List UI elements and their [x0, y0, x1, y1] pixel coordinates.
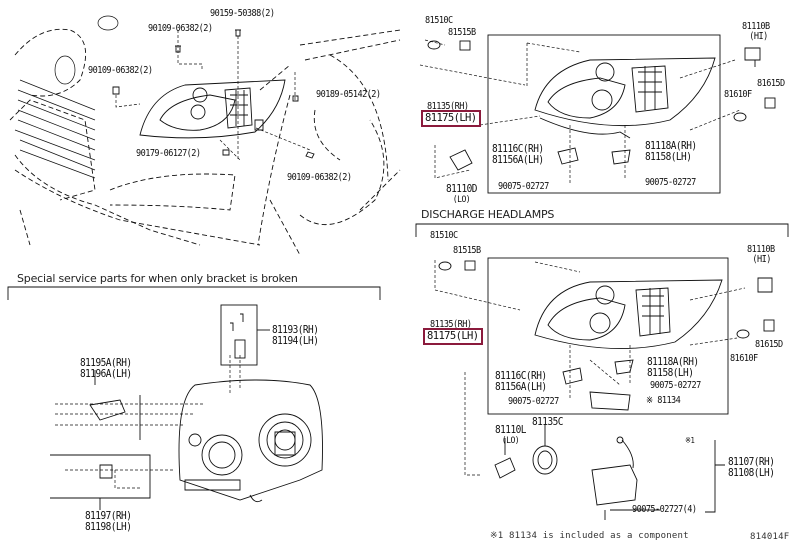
- part-number-lh: 81156A(LH): [495, 381, 547, 393]
- part-label-81116c-81156a-discharge[interactable]: 81116C(RH) 81156A(LH): [495, 370, 547, 393]
- bulb-icons-discharge: [438, 260, 775, 411]
- halogen-assembly-frame: [487, 34, 721, 194]
- part-qualifier: (HI): [749, 31, 768, 42]
- part-number-rh: 81195A(RH): [80, 357, 132, 369]
- leader-lines-discharge: [434, 260, 746, 476]
- highlighted-part-81175-lh-discharge[interactable]: 81175(LH): [423, 328, 483, 345]
- bracket-section-heading: Special service parts for when only brac…: [17, 272, 298, 285]
- bulb-icons-halogen: [427, 40, 776, 171]
- highlighted-part-81175-lh[interactable]: 81175(LH): [421, 110, 481, 127]
- part-label-81135c[interactable]: 81135C: [532, 416, 563, 428]
- part-qualifier: (LO): [452, 195, 471, 205]
- lamp-rear-illustration: [178, 379, 323, 503]
- part-label-81134[interactable]: ※ 81134: [646, 395, 681, 406]
- part-qualifier: (HI): [752, 254, 771, 265]
- part-label-81135-rh-discharge[interactable]: 81135(RH): [430, 319, 472, 330]
- upper-bracket-callout-box: [220, 304, 270, 366]
- part-number-lh: 81194(LH): [272, 335, 319, 347]
- part-number: 81110D: [446, 183, 477, 195]
- part-label-90075-02727-left-discharge[interactable]: 90075-02727: [508, 396, 559, 407]
- side-bracket-illustration: [89, 370, 141, 440]
- part-label-90189-05142[interactable]: 90189-05142(2): [316, 89, 381, 100]
- part-number-lh: 81198(LH): [85, 521, 132, 533]
- part-label-81118a-81158-discharge[interactable]: 81118A(RH) 81158(LH): [647, 356, 699, 379]
- footnote: ※1 81134 is included as a component: [490, 531, 689, 541]
- lo-bulb-and-cover-discharge: [494, 424, 558, 479]
- part-label-90179-06127[interactable]: 90179-06127(2): [136, 148, 201, 159]
- grille-illustration: [14, 15, 119, 179]
- part-label-81197-81198[interactable]: 81197(RH) 81198(LH): [85, 510, 132, 533]
- part-number-rh: 81118A(RH): [645, 140, 697, 152]
- part-number-rh: 81197(RH): [85, 510, 132, 522]
- part-number-rh: 81116C(RH): [492, 143, 544, 155]
- part-number: 81110B: [747, 244, 775, 255]
- part-number-lh: 81158(LH): [645, 151, 692, 163]
- part-label-81107-81108[interactable]: 81107(RH) 81108(LH): [728, 456, 775, 479]
- part-label-81110b-hi-discharge[interactable]: 81110B (HI): [747, 245, 775, 265]
- leader-lines-halogen: [419, 39, 741, 185]
- part-label-81615d-discharge[interactable]: 81615D: [755, 339, 783, 350]
- part-label-90075-02727-4[interactable]: 90075-02727(4): [632, 504, 697, 515]
- part-label-81135-rh[interactable]: 81135(RH): [427, 101, 469, 112]
- upper-bracket-illustration: [230, 313, 246, 359]
- part-label-90109-06382-left[interactable]: 90109-06382(2): [88, 65, 153, 76]
- part-label-90075-02727-right-discharge[interactable]: 90075-02727: [650, 380, 701, 391]
- part-number-rh: 81118A(RH): [647, 356, 699, 368]
- part-label-90075-02727-left[interactable]: 90075-02727: [498, 181, 549, 192]
- ballast-illustration: [591, 436, 725, 520]
- discharge-section-frame: [415, 223, 789, 415]
- part-number: 81110L: [495, 424, 526, 436]
- part-label-81116c-81156a[interactable]: 81116C(RH) 81156A(LH): [492, 143, 544, 166]
- part-number-lh: 81156A(LH): [492, 154, 544, 166]
- part-number-lh: 81196A(LH): [80, 368, 132, 380]
- headlamp-illustration-discharge: [534, 279, 723, 350]
- part-number-lh: 81158(LH): [647, 367, 694, 379]
- headlamp-illustration-top-left: [139, 79, 286, 139]
- part-label-81110b-hi[interactable]: 81110B (HI): [742, 22, 770, 42]
- part-label-81195a-81196a[interactable]: 81195A(RH) 81196A(LH): [80, 357, 132, 380]
- bracket-section-frame: [7, 286, 381, 300]
- part-number: 81110B: [742, 21, 770, 32]
- part-label-81515b[interactable]: 81515B: [448, 27, 476, 38]
- leader-lines-top-left: [115, 30, 311, 161]
- part-label-81110d-lo[interactable]: 81110D (LO): [446, 184, 477, 206]
- part-label-90159-50388[interactable]: 90159-50388(2): [210, 8, 275, 19]
- part-label-90109-06382-upper[interactable]: 90109-06382(2): [148, 23, 213, 34]
- part-number-rh: 81107(RH): [728, 456, 775, 468]
- discharge-section-heading: DISCHARGE HEADLAMPS: [421, 208, 555, 221]
- part-label-81515b-discharge[interactable]: 81515B: [453, 245, 481, 256]
- diagram-code: 814014F: [750, 532, 790, 542]
- part-number-lh: 81108(LH): [728, 467, 775, 479]
- part-label-81510c[interactable]: 81510C: [425, 15, 453, 26]
- bracket-leader-lines: [55, 355, 241, 489]
- part-label-81110l-lo[interactable]: 81110L (LO): [495, 425, 526, 447]
- part-label-81193-81194[interactable]: 81193(RH) 81194(LH): [272, 324, 319, 347]
- part-label-81510c-discharge[interactable]: 81510C: [430, 230, 458, 241]
- part-label-90109-06382-lower[interactable]: 90109-06382(2): [287, 172, 352, 183]
- part-label-81610f[interactable]: 81610F: [724, 89, 752, 100]
- car-front-illustration: [9, 28, 401, 256]
- part-label-81118a-81158[interactable]: 81118A(RH) 81158(LH): [645, 140, 697, 163]
- headlamp-illustration-halogen: [534, 57, 716, 139]
- part-label-81610f-discharge[interactable]: 81610F: [730, 353, 758, 364]
- part-qualifier: (LO): [501, 436, 520, 446]
- part-number-rh: 81193(RH): [272, 324, 319, 336]
- part-label-90075-02727-right[interactable]: 90075-02727: [645, 177, 696, 188]
- part-label-81615d[interactable]: 81615D: [757, 78, 785, 89]
- note-mark-1: ※1: [685, 436, 695, 445]
- fastener-icons-top-left: [112, 29, 315, 159]
- lower-bracket-callout-box: [50, 454, 151, 510]
- part-number-rh: 81116C(RH): [495, 370, 547, 382]
